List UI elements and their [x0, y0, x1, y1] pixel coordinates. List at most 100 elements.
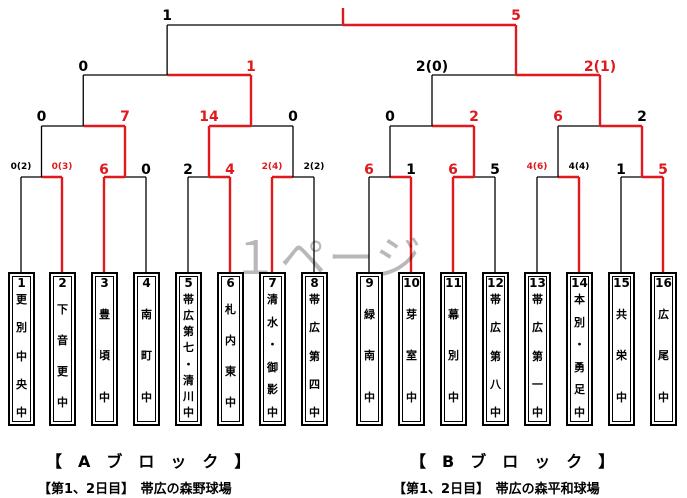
score-label: 4	[225, 162, 235, 178]
team-name-char: 広	[309, 321, 320, 335]
team-name: 共栄中	[610, 294, 633, 418]
team-name-char: 札	[225, 303, 236, 316]
team-name-char: 足	[574, 383, 585, 397]
team-name-char: 室	[406, 349, 417, 363]
team-name-char: 中	[406, 390, 417, 404]
team-box-13: 13 帯広第一中	[524, 272, 551, 426]
block-b-venue: 【第1、2日目】 帯広の森平和球場	[393, 482, 600, 497]
block-b-title: 【 B ブ ロ ッ ク 】	[410, 452, 615, 471]
score-label: 2	[183, 162, 193, 178]
team-name-char: 更	[57, 365, 68, 378]
team-name-char: 別	[448, 349, 459, 363]
team-name-char: ・	[267, 338, 278, 352]
team-name-char: 東	[225, 365, 236, 378]
team-name-char: 帯	[532, 293, 543, 306]
team-number: 13	[529, 276, 546, 290]
team-name-char: 中	[16, 349, 27, 363]
team-name-char: 七	[183, 341, 194, 355]
score-label: 0	[385, 109, 395, 125]
score-label: 6	[553, 109, 563, 125]
score-label: 1	[246, 59, 256, 75]
team-name-char: 豊	[99, 308, 110, 322]
team-name-char: 中	[57, 396, 68, 409]
team-box-10: 10 芽室中	[398, 272, 425, 426]
score-label: 2(0)	[415, 59, 449, 75]
team-name-char: 町	[141, 349, 152, 363]
team-name-char: 尾	[658, 349, 669, 363]
team-number: 16	[655, 276, 672, 290]
page-watermark: １ページ	[232, 231, 424, 285]
score-label: 1	[406, 162, 416, 178]
team-number: 5	[184, 276, 193, 290]
team-number: 2	[58, 276, 67, 290]
team-name-char: 第	[183, 325, 194, 339]
team-name-char: 勇	[574, 360, 585, 374]
team-name-char: 八	[490, 377, 501, 391]
team-number: 10	[403, 276, 420, 290]
team-name-char: 中	[225, 396, 236, 409]
team-name-char: 一	[532, 377, 543, 391]
score-label: 2	[637, 109, 647, 125]
team-name-char: 中	[16, 406, 27, 419]
score-label: 6	[364, 162, 374, 178]
team-name-char: 中	[532, 406, 543, 419]
team-name-char: 中	[490, 406, 501, 419]
team-name: 帯広第七・清川中	[177, 294, 200, 418]
score-label: 0	[36, 109, 47, 125]
team-name-char: 芽	[406, 308, 417, 322]
team-name-char: 水	[267, 315, 278, 329]
score-label: 14	[199, 109, 219, 125]
score-label: 2(4)	[261, 162, 283, 172]
score-label: 7	[120, 109, 130, 125]
team-name-char: 栄	[616, 349, 627, 363]
team-name: 帯広第四中	[303, 294, 326, 418]
team-name-char: 第	[532, 349, 543, 363]
team-name-char: 広	[490, 321, 501, 335]
team-name-char: 央	[16, 377, 27, 391]
team-name-char: 南	[141, 308, 152, 322]
score-label: 0(3)	[51, 162, 73, 172]
team-name: 清水・御影中	[261, 294, 284, 418]
team-name-char: 清	[267, 293, 278, 306]
block-a-title: 【 A ブ ロ ッ ク 】	[46, 452, 251, 471]
team-name-char: ・	[574, 338, 585, 352]
team-name-char: 広	[532, 321, 543, 335]
team-box-14: 14 本別・勇足中	[566, 272, 593, 426]
team-name: 南町中	[135, 294, 158, 418]
team-number: 11	[445, 276, 462, 290]
score-label: 0	[288, 109, 298, 125]
team-name-char: 本	[574, 293, 585, 306]
score-label: 6	[448, 162, 458, 178]
score-label: 4(6)	[526, 162, 548, 172]
team-name-char: 中	[183, 405, 194, 419]
team-name-char: 帯	[183, 293, 194, 306]
score-label: 2(1)	[583, 59, 617, 75]
team-name: 広尾中	[652, 294, 675, 418]
team-name-char: 影	[267, 383, 278, 397]
team-name-char: 中	[574, 405, 585, 419]
team-name-char: 別	[574, 315, 585, 329]
team-number: 12	[487, 276, 504, 290]
team-name-char: 別	[16, 321, 27, 335]
team-name: 更別中央中	[10, 294, 33, 418]
team-number: 6	[226, 276, 235, 290]
block-a-venue: 【第1、2日目】 帯広の森野球場	[38, 482, 232, 497]
team-number: 4	[142, 276, 151, 290]
score-label: 6	[99, 162, 109, 178]
team-number: 14	[571, 276, 588, 290]
team-name: 帯広第八中	[484, 294, 507, 418]
team-name-char: 四	[309, 377, 320, 391]
score-label: 5	[511, 8, 521, 24]
team-name: 緑南中	[358, 294, 381, 418]
score-label: 1	[162, 8, 172, 24]
team-number: 3	[100, 276, 109, 290]
team-name-char: 中	[448, 390, 459, 404]
team-name: 帯広第一中	[526, 294, 549, 418]
